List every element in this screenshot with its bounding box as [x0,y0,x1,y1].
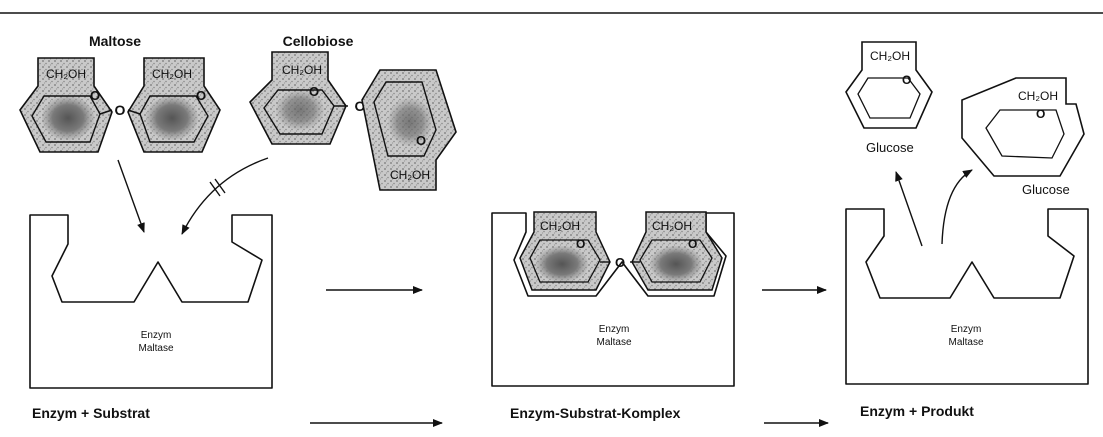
arrow-product-glucose-2 [941,169,973,245]
maltose-bridge-o: O [115,102,126,118]
glucose-1-ring-o: O [902,73,911,87]
blocked-mark [209,178,226,197]
enzyme-3-type: Maltase [948,337,983,348]
enzyme-3: Enzym Maltase [845,208,1089,385]
enzyme-2-type: Maltase [596,337,631,348]
enzyme-3-name: Enzym [951,324,982,335]
complex-ring-o-right: O [688,237,697,251]
maltose-ch2oh-right: CH₂OH [152,67,192,81]
arrow-cellobiose-to-enzyme [181,157,269,235]
arrow-maltose-to-enzyme [117,159,145,233]
arrow-product-glucose-1 [895,171,923,247]
enzyme-1: Enzym Maltase [29,214,273,389]
maltose-ring-o-left: O [90,88,100,103]
enzyme-2: O CH₂OH CH₂OH O O Enzym Maltase [491,211,735,387]
complex-ch2oh-left: CH₂OH [540,219,580,233]
enzyme-2-name: Enzym [599,324,630,335]
cellobiose-ring-o-right: O [416,133,426,148]
enzyme-1-name: Enzym [141,330,172,341]
glucose-1-ch2oh: CH₂OH [870,49,910,63]
cellobiose-ring-o-left: O [309,84,319,99]
glucose-1: CH₂OH O Glucose [845,41,933,155]
stage-2-caption: Enzym-Substrat-Komplex [510,405,681,421]
maltose-ring-o-right: O [196,88,206,103]
maltose-molecule: Maltose O O CH₂OH CH₂OH O [19,33,221,153]
cellobiose-molecule: Cellobiose CH₂OH O O O CH₂OH [249,33,457,191]
cellobiose-ch2oh-top: CH₂OH [282,63,322,77]
complex-bridge-o: O [615,255,625,270]
stage-3-caption: Enzym + Produkt [860,403,974,419]
cellobiose-bridge-o: O [355,98,366,114]
stage-1-caption: Enzym + Substrat [32,405,150,421]
glucose-2-label: Glucose [1022,182,1070,197]
maltose-label: Maltose [89,33,141,49]
complex-ch2oh-right: CH₂OH [652,219,692,233]
glucose-2-ring-o: O [1036,107,1045,121]
glucose-2-ch2oh: CH₂OH [1018,89,1058,103]
glucose-1-label: Glucose [866,140,914,155]
enzyme-1-type: Maltase [138,343,173,354]
maltose-ch2oh-left: CH₂OH [46,67,86,81]
complex-ring-o-left: O [576,237,585,251]
glucose-2: CH₂OH O Glucose [961,77,1085,197]
cellobiose-ch2oh-bottom: CH₂OH [390,168,430,182]
cellobiose-label: Cellobiose [283,33,354,49]
